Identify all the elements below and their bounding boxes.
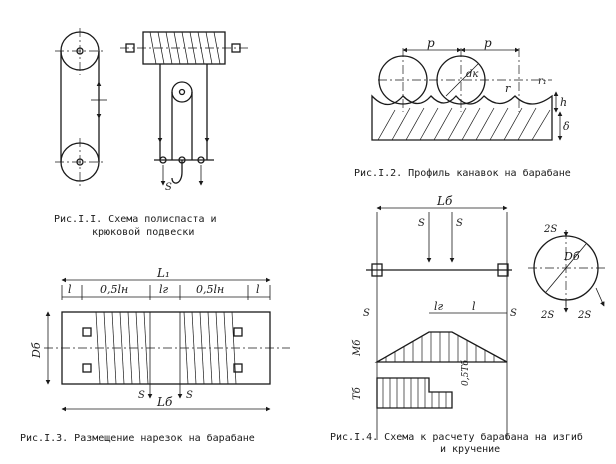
fig3-label-05ln-left: 0,5lн: [100, 283, 128, 296]
fig1-caption-line1: Рис.I.I. Схема полиспаста и: [54, 214, 217, 225]
fig4-label-S-top-left: S: [418, 218, 425, 229]
fig4-label-Tb: Тб: [352, 386, 363, 400]
fig3-label-l-right: l: [256, 283, 260, 296]
fig3-label-L1: L₁: [156, 266, 170, 280]
fig4-label-2S-top: 2S: [543, 224, 557, 235]
fig3-label-S-left: S: [138, 390, 145, 401]
fig1-label-s: S: [165, 182, 172, 193]
fig3-label-S-right: S: [186, 390, 193, 401]
fig2-label-dk: dк: [466, 69, 478, 80]
fig3-label-l-left: l: [68, 283, 72, 296]
fig2-label-h: h: [560, 96, 567, 109]
fig2-label-r1: r₁: [538, 76, 547, 87]
fig3-label-Lb: Lб: [156, 395, 173, 409]
fig2-label-r: r: [505, 82, 511, 95]
fig3-label-lr: lг: [159, 283, 169, 296]
fig4-label-Db-circle: Dб: [563, 250, 580, 263]
fig4-label-S-left: S: [363, 308, 370, 319]
fig3-label-05ln-right: 0,5lн: [196, 283, 224, 296]
fig4-label-Mb: Мб: [352, 339, 363, 357]
fig4-label-l: l: [472, 300, 476, 313]
fig2-label-d: δ: [563, 120, 570, 133]
fig2-label-p2: p: [484, 36, 492, 50]
fig2-caption: Рис.I.2. Профиль канавок на барабане: [354, 168, 571, 179]
fig4-label-S-right: S: [510, 308, 517, 319]
fig3-thread-layout-diagram: L₁ l 0,5lн lг 0,5lн l: [30, 266, 290, 412]
fig3-label-Db: Dб: [30, 342, 43, 359]
fig4-caption-line2: и кручение: [440, 444, 501, 455]
fig2-label-p1: p: [427, 36, 435, 50]
fig4-label-lr: lг: [434, 300, 444, 313]
fig4-bending-torsion-diagram: Lб S S S S lг l: [352, 194, 606, 440]
fig4-label-S-top-right: S: [456, 218, 463, 229]
fig1-pulley-diagram: S: [55, 28, 248, 193]
fig1-caption-line2: крюковой подвески: [92, 227, 195, 238]
fig4-label-2S-bottom-right: 2S: [577, 310, 591, 321]
fig3-caption: Рис.I.3. Размещение нарезок на барабане: [20, 433, 255, 444]
fig4-caption-line1: Рис.I.4. Схема к расчету барабана на изг…: [330, 432, 583, 443]
fig4-label-Tb-val: 0,5Тб: [460, 360, 471, 386]
fig2-groove-profile-diagram: p p dк r r₁ h δ: [371, 36, 570, 141]
fig4-label-Lb: Lб: [436, 194, 453, 208]
fig4-label-2S-bottom-left: 2S: [540, 310, 554, 321]
